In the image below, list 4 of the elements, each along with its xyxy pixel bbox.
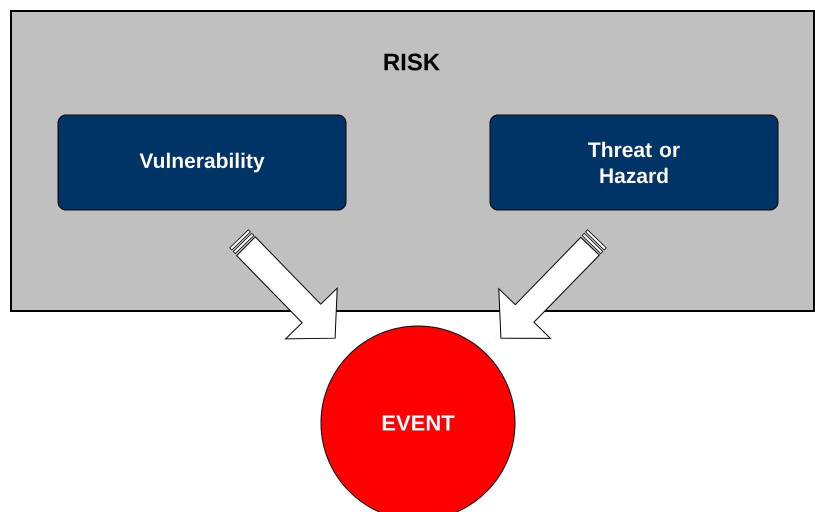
factor-box: Vulnerability — [58, 114, 346, 210]
factor-box: Threat or Hazard — [490, 114, 778, 210]
block-arrow — [229, 229, 338, 340]
block-arrow — [498, 229, 607, 339]
